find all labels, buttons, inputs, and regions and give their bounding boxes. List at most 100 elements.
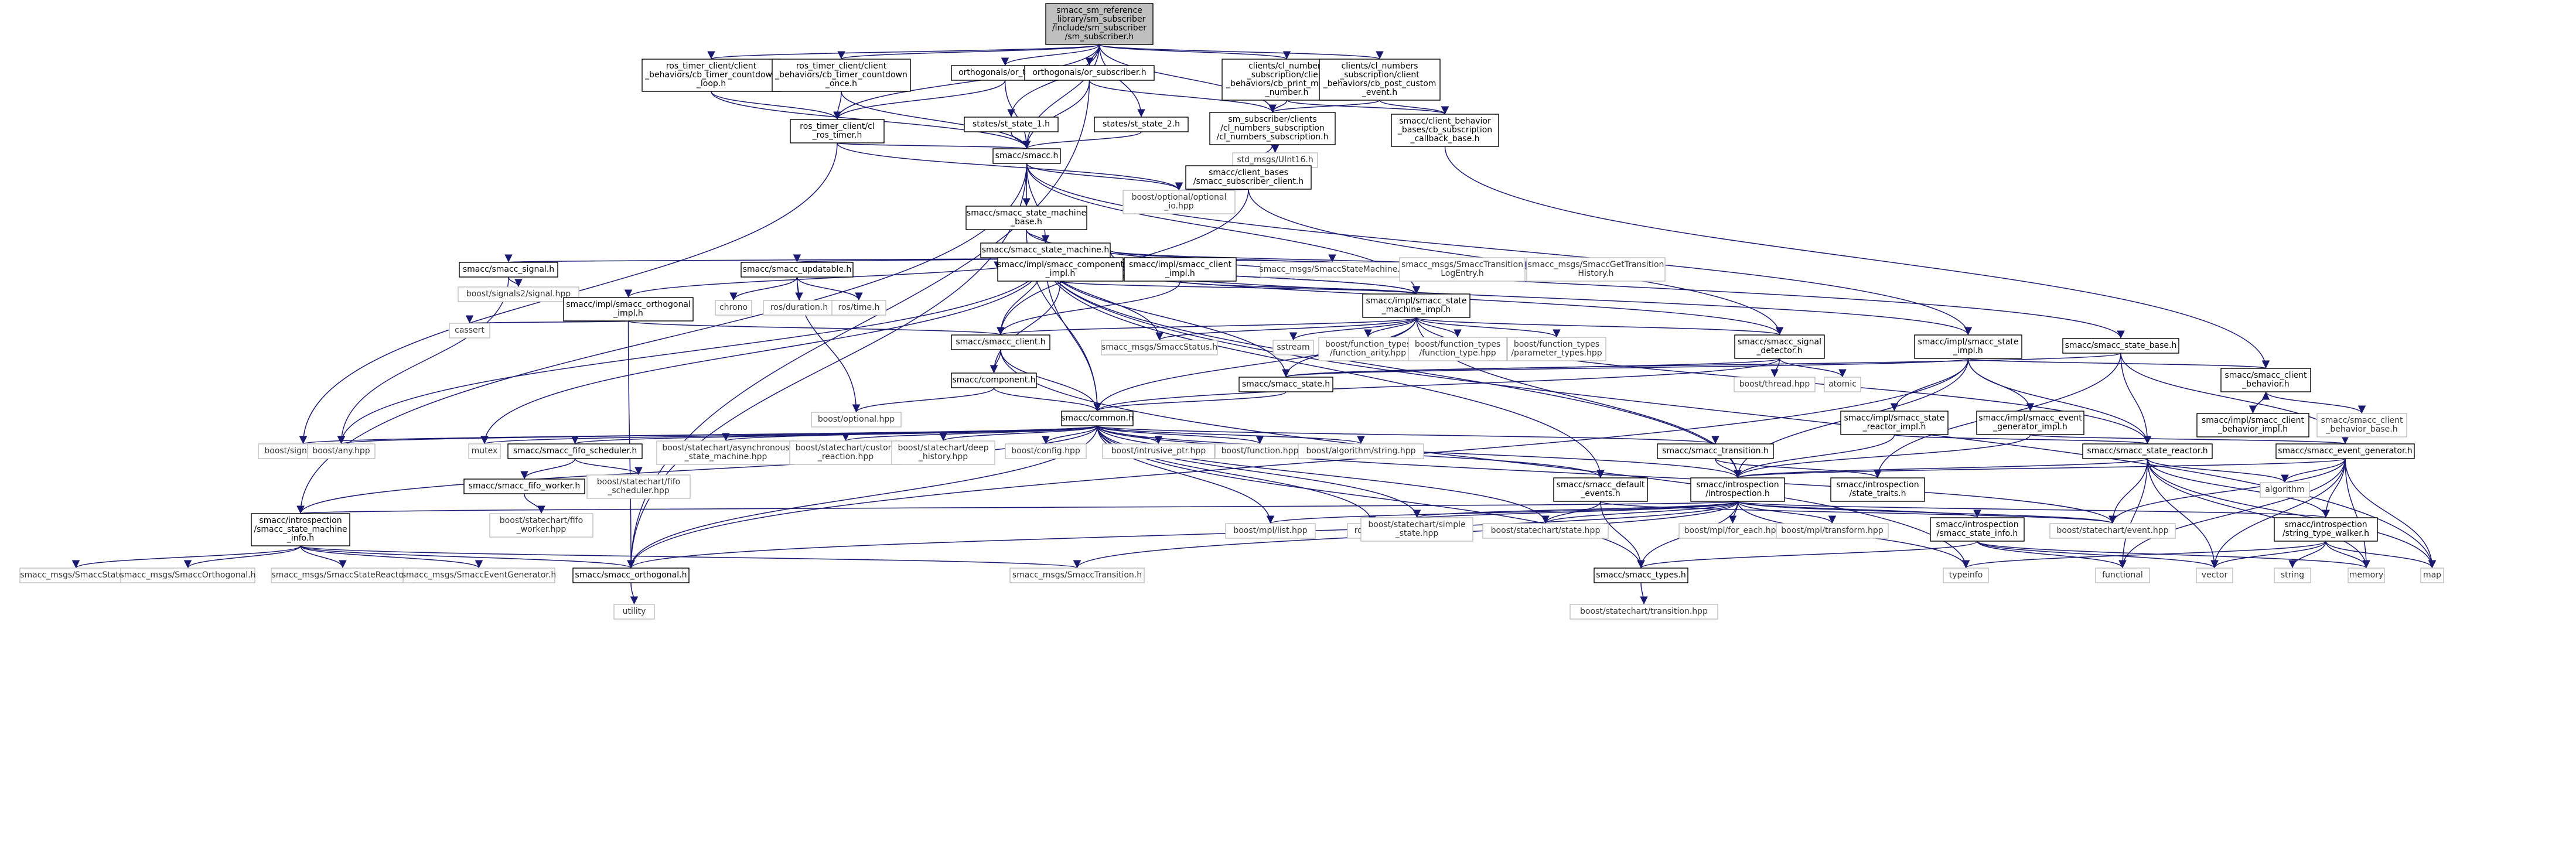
- node-fn-param: boost/function_types/parameter_types.hpp: [1507, 337, 1606, 361]
- node-memory: memory: [2348, 567, 2385, 583]
- node-msg-sm: smacc_msgs/SmaccStateMachine.h: [1259, 262, 1405, 278]
- node-label-line: _history.hpp: [918, 452, 968, 461]
- node-label-line: boost/function.hpp: [1222, 446, 1299, 456]
- node-state-base[interactable]: smacc/smacc_state_base.h: [2062, 338, 2179, 354]
- node-label-line: smacc/introspection: [1936, 520, 2018, 529]
- node-signal-h[interactable]: smacc/smacc_signal.h: [459, 262, 558, 278]
- edge-event-gen-to-vector: [2210, 458, 2346, 569]
- node-cb-h[interactable]: smacc/smacc_client_behavior.h: [2220, 368, 2311, 392]
- node-cassert: cassert: [449, 323, 490, 339]
- node-label-line: smacc/smacc_event_generator.h: [2278, 446, 2413, 456]
- node-box: [1101, 340, 1218, 355]
- node-st2[interactable]: states/st_state_2.h: [1094, 117, 1189, 132]
- node-vector: vector: [2196, 567, 2233, 583]
- node-atomic: atomic: [1824, 377, 1861, 392]
- node-sig-detector[interactable]: smacc/smacc_signal_detector.h: [1734, 334, 1825, 359]
- edge-state-machine-to-map: [1045, 257, 2437, 569]
- node-client-impl[interactable]: smacc/impl/smacc_client_impl.h: [1124, 257, 1237, 282]
- edge-sm-info-to-orthogonal: [300, 545, 635, 569]
- node-root[interactable]: smacc_sm_reference_library/sm_subscriber…: [1045, 3, 1154, 45]
- node-uint16: std_msgs/UInt16.h: [1232, 152, 1318, 168]
- node-label-line: /cl_numbers_subscription: [1220, 124, 1325, 133]
- node-evgen-impl[interactable]: smacc/impl/smacc_event_generator_impl.h: [1976, 411, 2084, 435]
- node-sub-client[interactable]: smacc/client_bases/smacc_subscriber_clie…: [1185, 165, 1312, 190]
- node-label-line: /smacc_state_info.h: [1937, 529, 2018, 538]
- edge-fifo-worker-to-fifo-worker-hpp: [524, 493, 545, 514]
- node-fifo-worker[interactable]: smacc/smacc_fifo_worker.h: [463, 478, 585, 494]
- node-label-line: smacc/introspection: [2284, 520, 2367, 529]
- node-typeinfo: typeinfo: [1943, 567, 1989, 583]
- node-smacc-h[interactable]: smacc/smacc.h: [992, 148, 1061, 164]
- node-label-line: _reaction.hpp: [817, 452, 874, 461]
- edge-state-machine-to-introspection: [1045, 257, 1742, 478]
- edge-client-h-to-typeinfo: [1000, 349, 1970, 569]
- edge-state-impl-to-state-h: [1282, 358, 1969, 378]
- edge-types-to-transition-hpp: [1640, 582, 1648, 605]
- node-box: [2348, 567, 2385, 583]
- node-label-line: std_msgs/UInt16.h: [1237, 155, 1313, 165]
- edge-event-gen-to-algorithm: [2281, 458, 2346, 483]
- node-ros-cb-once[interactable]: ros_timer_client/client_behaviors/cb_tim…: [772, 59, 911, 92]
- node-sm-info[interactable]: smacc/introspection/smacc_state_machine_…: [251, 513, 350, 546]
- node-cl-num-sub[interactable]: sm_subscriber/clients/cl_numbers_subscri…: [1209, 112, 1336, 145]
- node-msg-trans: smacc_msgs/SmaccTransition.h: [1009, 567, 1145, 583]
- edge-root-to-st1: [1007, 44, 1100, 118]
- node-label-line: smacc_sm_reference: [1056, 6, 1142, 15]
- node-event-gen[interactable]: smacc/smacc_event_generator.h: [2275, 443, 2415, 459]
- node-map: map: [2420, 567, 2444, 583]
- edge-state-machine-to-default-ev: [1045, 257, 1605, 478]
- node-ros-cb-loop[interactable]: ros_timer_client/client_behaviors/cb_tim…: [642, 59, 781, 92]
- edge-updatable-to-ros-time: [796, 276, 863, 301]
- edge-state-info-to-memory: [1977, 541, 2370, 569]
- node-label-line: /function_arity.hpp: [1330, 348, 1406, 358]
- node-label-line: _impl.h: [1165, 269, 1195, 278]
- node-label-line: boost/mpl/for_each.hpp: [1684, 526, 1782, 535]
- edge-type-walker-to-typeinfo: [1962, 541, 2326, 569]
- node-updatable[interactable]: smacc/smacc_updatable.h: [741, 262, 854, 278]
- node-label-line: boost/optional.hpp: [818, 415, 895, 424]
- node-comp-impl[interactable]: smacc/impl/smacc_component_impl.h: [997, 257, 1124, 282]
- node-default-ev[interactable]: smacc/smacc_default_events.h: [1553, 477, 1648, 502]
- node-msg-reactor: smacc_msgs/SmaccStateReactor.h: [271, 567, 415, 583]
- node-sm-base[interactable]: smacc/smacc_state_machine_base.h: [965, 206, 1087, 230]
- node-common[interactable]: smacc/common.h: [1061, 411, 1134, 426]
- edge-introspection-to-type-walker: [1737, 501, 2329, 518]
- node-cl-post[interactable]: clients/cl_numbers_subscription/client_b…: [1319, 59, 1441, 101]
- node-st1[interactable]: states/st_state_1.h: [964, 117, 1059, 132]
- node-fifo-sched[interactable]: smacc/smacc_fifo_scheduler.h: [507, 443, 643, 459]
- node-cb-base[interactable]: smacc/client_behavior_bases/cb_subscript…: [1391, 114, 1499, 147]
- node-cb-impl[interactable]: smacc/impl/smacc_client_behavior_impl.h: [2196, 413, 2309, 437]
- node-introspection[interactable]: smacc/introspection/introspection.h: [1690, 477, 1785, 502]
- node-label-line: _behaviors/cb_timer_countdown: [644, 70, 777, 80]
- node-state-info[interactable]: smacc/introspection/smacc_state_info.h: [1930, 517, 2025, 542]
- node-any: boost/any.hpp: [307, 443, 376, 459]
- node-client-h[interactable]: smacc/smacc_client.h: [951, 334, 1050, 350]
- node-state-impl[interactable]: smacc/impl/smacc_state_impl.h: [1914, 334, 2022, 359]
- node-label-line: _callback_base.h: [1410, 134, 1479, 143]
- node-component[interactable]: smacc/component.h: [951, 372, 1037, 388]
- node-label-line: smacc_msgs/SmaccTransition.h: [1012, 570, 1142, 580]
- node-reactor-impl[interactable]: smacc/impl/smacc_state_reactor_impl.h: [1840, 411, 1949, 435]
- node-label-line: _impl.h: [1953, 346, 1983, 355]
- node-transition[interactable]: smacc/smacc_transition.h: [1657, 443, 1774, 459]
- node-label-line: boost/function_types: [1514, 340, 1599, 349]
- node-box: [1734, 377, 1816, 392]
- node-orthogonal[interactable]: smacc/smacc_orthogonal.h: [572, 567, 690, 583]
- node-state-machine[interactable]: smacc/smacc_state_machine.h: [980, 242, 1111, 258]
- node-state-reactor[interactable]: smacc/smacc_state_reactor.h: [2082, 443, 2213, 459]
- edge-state-reactor-to-functional: [2118, 458, 2148, 569]
- node-type-walker[interactable]: smacc/introspection/string_type_walker.h: [2274, 517, 2378, 542]
- node-orth-impl[interactable]: smacc/impl/smacc_orthogonal_impl.h: [563, 297, 694, 322]
- edge-cl-print-to-cb-base: [1286, 100, 1449, 115]
- edge-cl-num-sub-to-uint16: [1271, 144, 1280, 153]
- node-ros-timer[interactable]: ros_timer_client/cl_ros_timer.h: [790, 119, 885, 143]
- node-state-traits[interactable]: smacc/introspection/state_traits.h: [1830, 477, 1925, 502]
- node-types[interactable]: smacc/smacc_types.h: [1594, 567, 1688, 583]
- node-or-sub[interactable]: orthogonals/or_subscriber.h: [1024, 65, 1155, 81]
- node-state-h[interactable]: smacc/smacc_state.h: [1238, 377, 1333, 392]
- node-label-line: utility: [623, 607, 646, 616]
- node-box: [1225, 523, 1316, 539]
- node-box: [1238, 377, 1333, 392]
- edge-sig-detector-to-common: [1093, 358, 1780, 412]
- node-sm-impl[interactable]: smacc/impl/smacc_state_machine_impl.h: [1362, 293, 1470, 318]
